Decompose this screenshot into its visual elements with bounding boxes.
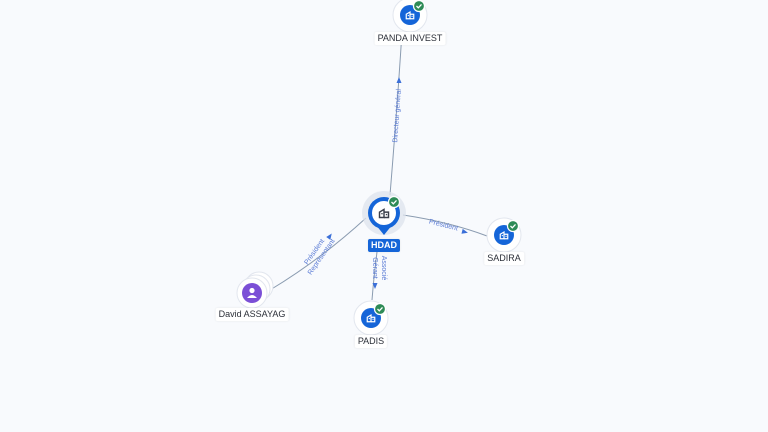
edge-label: Directeur général [392, 88, 403, 142]
building-icon [499, 230, 509, 240]
node-label-panda[interactable]: PANDA INVEST [374, 32, 446, 45]
edge-hdad-sadira[interactable]: Président [402, 214, 488, 237]
building-icon [366, 313, 376, 323]
edge-arrow-icon [326, 233, 332, 240]
edge-line [389, 31, 403, 196]
node-label-sadira[interactable]: SADIRA [484, 252, 524, 265]
node-hdad[interactable] [362, 191, 406, 235]
edge-line [371, 251, 378, 301]
edge-label: Gérant [371, 257, 378, 278]
node-label-padis[interactable]: PADIS [354, 335, 388, 348]
building-icon [405, 10, 415, 20]
node-david[interactable] [236, 271, 274, 309]
edge-arrow-icon [396, 77, 402, 83]
check-badge-icon [387, 195, 401, 209]
node-label-hdad[interactable]: HDAD [368, 239, 400, 252]
node-panda[interactable] [392, 0, 428, 33]
edge-arrow-icon [461, 228, 468, 234]
edge-line [402, 214, 488, 237]
check-badge-icon [506, 219, 520, 233]
node-sadira[interactable] [486, 217, 522, 253]
node-label-david[interactable]: David ASSAYAG [215, 308, 289, 321]
edge-arrow-icon [372, 283, 378, 289]
edge-hdad-panda[interactable]: Directeur général [389, 31, 403, 196]
edge-line [269, 217, 367, 291]
edge-label: Associé [380, 256, 387, 281]
building-icon [378, 208, 390, 219]
person-icon [247, 287, 257, 298]
edge-label: Président [428, 219, 458, 233]
check-badge-icon [412, 0, 426, 13]
check-badge-icon [373, 302, 387, 316]
node-padis[interactable] [353, 300, 389, 336]
